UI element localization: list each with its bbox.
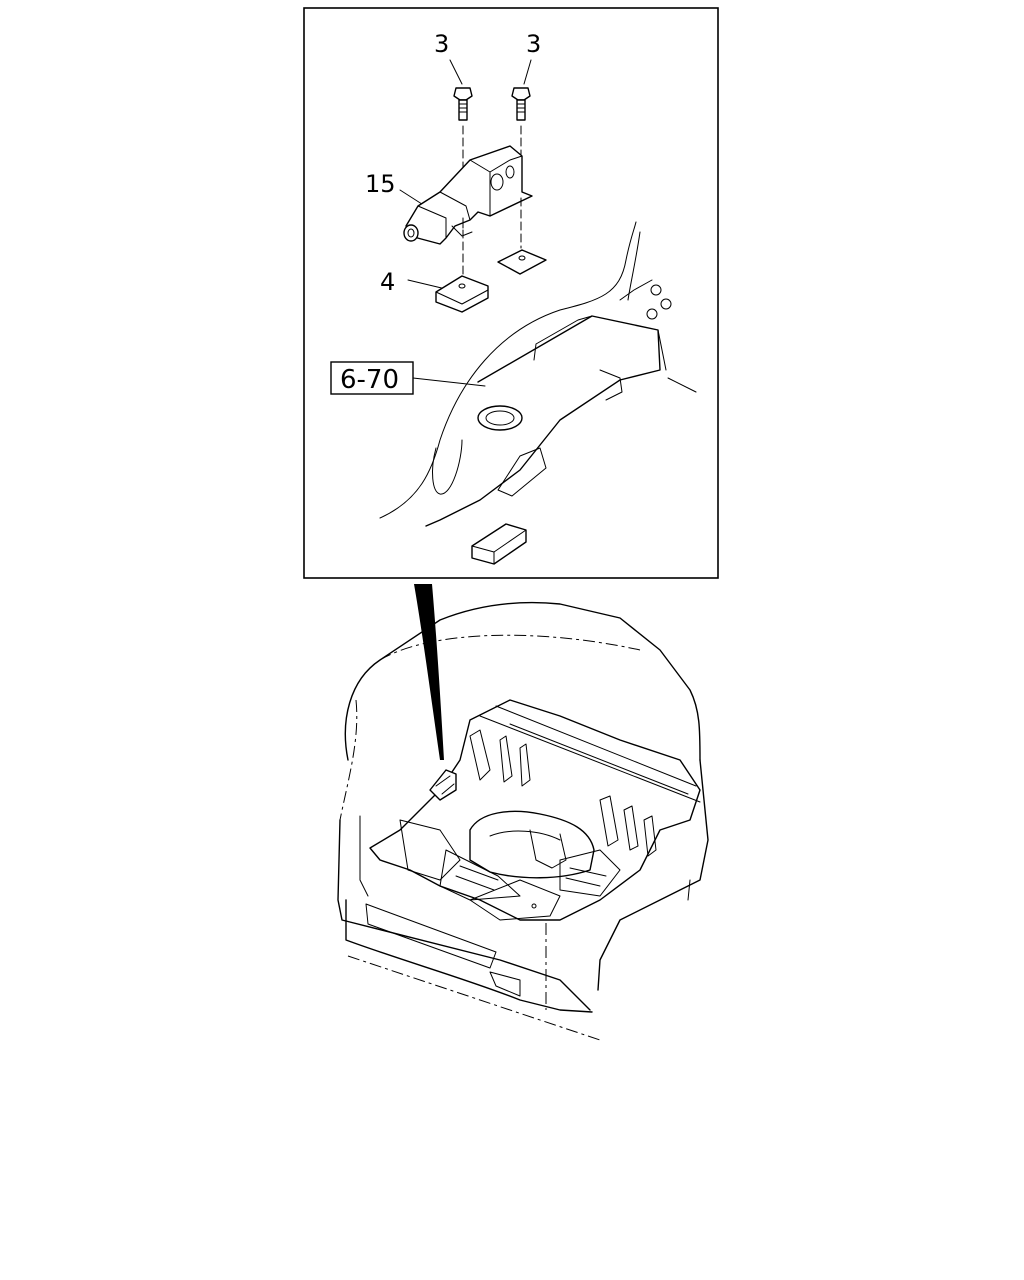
reference-label: 6-70: [340, 365, 399, 395]
detail-inset: 3 3 15 4 6-70: [303, 7, 719, 579]
callout-bolt-right: 3: [526, 30, 541, 58]
callout-hinge: 15: [365, 170, 396, 198]
callout-bracket: 4: [380, 268, 395, 296]
floor-structure: [369, 699, 701, 921]
pointer-arrow: [414, 584, 444, 760]
callout-bolt-left: 3: [434, 30, 449, 58]
cab-overview: [337, 601, 709, 1041]
reference-box: 6-70: [330, 361, 486, 395]
detail-frame: [303, 7, 719, 579]
hinge-assembly: [399, 145, 533, 301]
body-panel: [379, 221, 697, 565]
bracket: [407, 249, 547, 313]
